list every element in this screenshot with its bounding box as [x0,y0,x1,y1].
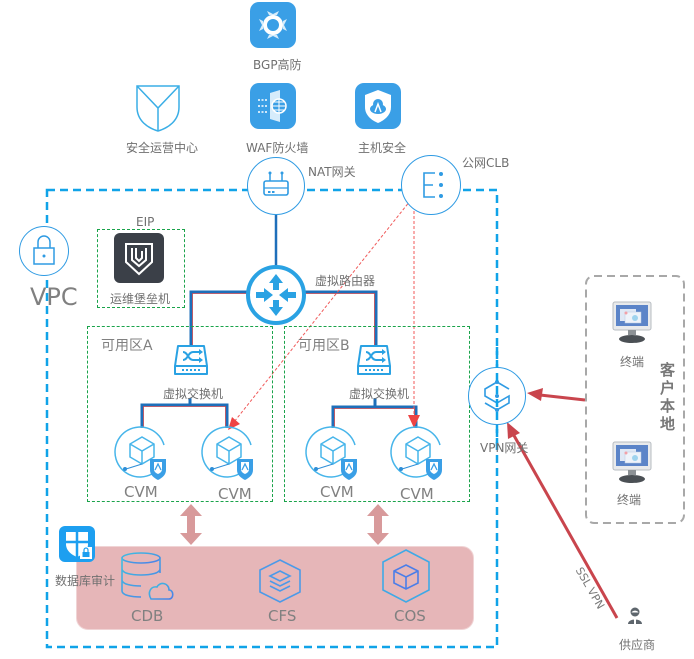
cvm-node[interactable] [201,425,257,485]
terminal-label: 终端 [620,355,645,369]
customer-vpn-arrowhead [527,388,543,401]
bastion-label: 运维堡垒机 [110,292,171,306]
virtual-router-label: 虚拟路由器 [315,274,376,288]
customer-local-boundary [585,275,685,524]
host-security-label: 主机安全 [358,141,407,155]
terminal-label: 终端 [617,493,642,507]
cvm-label: CVM [400,485,434,503]
cdb-icon[interactable] [119,551,175,603]
zone-a-switch-label: 虚拟交换机 [163,387,224,401]
soc-label: 安全运营中心 [126,141,199,155]
cvm-label: CVM [320,483,354,501]
zone-b-storage-arrow [367,504,389,545]
vpc-label: VPC [30,283,78,311]
zone-b-switch-icon[interactable] [357,344,391,376]
cvm-node[interactable] [114,425,170,485]
clb-to-cvm-a2-link [233,195,415,423]
cvm-label: CVM [218,485,252,503]
zone-a-switch-icon[interactable] [174,344,208,376]
eip-label: EIP [136,215,155,229]
bgp-label: BGP高防 [253,58,302,72]
cvm-icon [114,426,166,480]
zone-a [87,326,273,502]
waf-label: WAF防火墙 [246,141,309,155]
nat-gateway-label: NAT网关 [308,165,356,179]
supplier-icon[interactable] [627,607,643,625]
host-security-icon[interactable] [355,83,401,129]
supplier-vpn-arrowhead [507,422,520,439]
cdb-label: CDB [131,607,164,625]
clb-arrow-b [408,415,420,428]
cvm-icon [390,426,442,480]
vpn-gateway-label: VPN网关 [480,441,529,455]
cvm-icon [305,426,357,480]
bgp-icon[interactable] [250,2,296,48]
clb-icon[interactable] [401,155,461,215]
cos-label: COS [394,607,426,625]
cfs-icon[interactable] [257,558,303,604]
customer-local-title: 客户本地 [660,361,676,433]
switch-a-cvm-links-inner [143,406,226,428]
cvm-icon [201,426,253,480]
virtual-router-icon[interactable] [246,265,306,325]
zone-b-label: 可用区B [298,338,350,354]
router-zone-a-link-inner [192,293,247,345]
router-zone-a-link [189,290,247,345]
soc-icon[interactable] [135,83,181,133]
cvm-node[interactable] [305,425,361,485]
terminal-icon[interactable] [611,300,653,344]
customer-vpn-link [539,393,586,402]
db-audit-label: 数据库审计 [55,574,116,588]
zone-b [284,326,470,502]
clb-label: 公网CLB [462,156,510,170]
vpc-lock-icon [19,226,69,276]
zone-a-label: 可用区A [101,338,153,354]
bastion-icon[interactable] [114,233,164,283]
eip-zone [97,229,185,308]
waf-icon[interactable] [250,83,296,129]
vpn-gateway-icon[interactable] [468,346,526,447]
supplier-label: 供应商 [619,638,656,652]
nat-gateway-icon[interactable] [247,157,305,215]
switch-a-cvm-links [140,403,229,428]
cos-icon[interactable] [381,548,431,604]
cvm-label: CVM [124,483,158,501]
cfs-label: CFS [268,607,297,625]
router-zone-b-link-inner [305,293,375,345]
terminal-icon[interactable] [611,440,653,484]
zone-b-switch-label: 虚拟交换机 [349,387,410,401]
router-zone-b-link [305,290,378,345]
db-audit-icon[interactable] [59,526,95,562]
cvm-node[interactable] [390,425,446,485]
zone-a-storage-arrow [180,504,202,545]
supplier-vpn-link [510,431,619,619]
